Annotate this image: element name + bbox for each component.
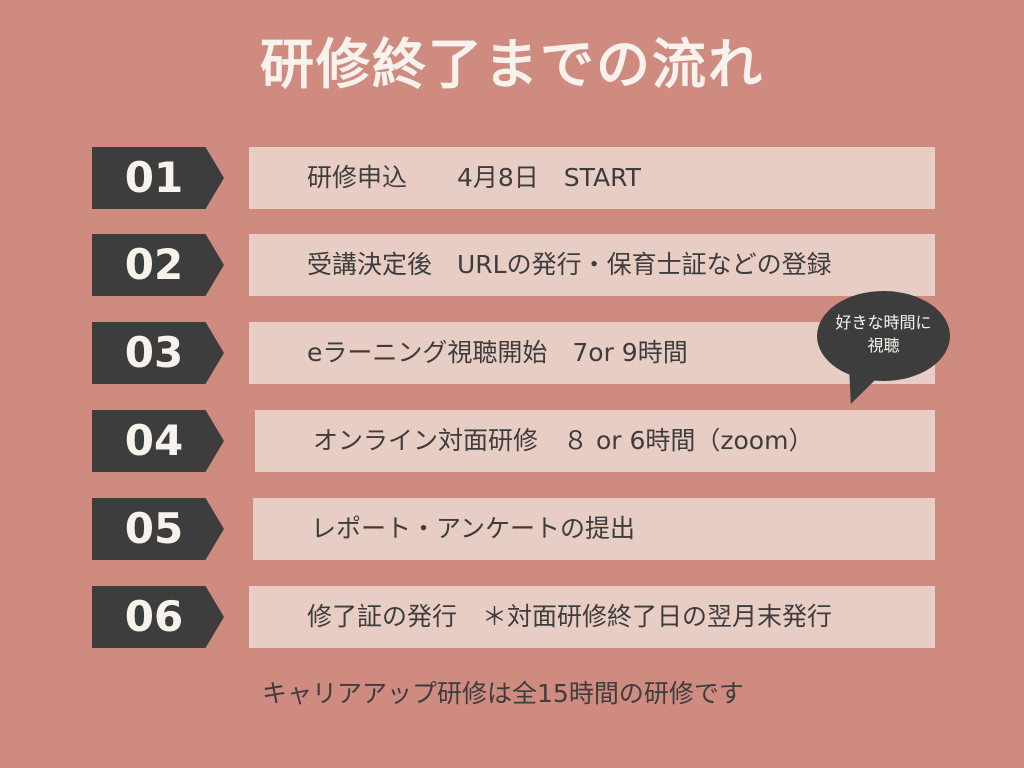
step-description: オンライン対面研修 ８ or 6時間（zoom） [255, 410, 935, 472]
step-number-badge: 04 [92, 410, 224, 472]
step-5: 05 レポート・アンケートの提出 [0, 498, 1024, 560]
step-2: 02 受講決定後 URLの発行・保育士証などの登録 [0, 234, 1024, 296]
step-1: 01 研修申込 4月8日 START [0, 147, 1024, 209]
step-number-badge: 01 [92, 147, 224, 209]
footer-note: キャリアアップ研修は全15時間の研修です [262, 679, 744, 708]
step-number-badge: 02 [92, 234, 224, 296]
speech-bubble: 好きな時間に 視聴 [817, 291, 950, 381]
step-description: eラーニング視聴開始 7or 9時間 [249, 322, 935, 384]
step-description: レポート・アンケートの提出 [253, 498, 935, 560]
step-description: 修了証の発行 ＊対面研修終了日の翌月末発行 [249, 586, 935, 648]
speech-bubble-line-2: 視聴 [867, 336, 900, 355]
step-number-badge: 06 [92, 586, 224, 648]
step-description: 研修申込 4月8日 START [249, 147, 935, 209]
step-3: 03 eラーニング視聴開始 7or 9時間 [0, 322, 1024, 384]
speech-bubble-line-1: 好きな時間に [835, 313, 932, 332]
step-4: 04 オンライン対面研修 ８ or 6時間（zoom） [0, 410, 1024, 472]
step-number-badge: 03 [92, 322, 224, 384]
page-title: 研修終了までの流れ [260, 33, 764, 96]
step-6: 06 修了証の発行 ＊対面研修終了日の翌月末発行 [0, 586, 1024, 648]
step-number-badge: 05 [92, 498, 224, 560]
step-description: 受講決定後 URLの発行・保育士証などの登録 [249, 234, 935, 296]
